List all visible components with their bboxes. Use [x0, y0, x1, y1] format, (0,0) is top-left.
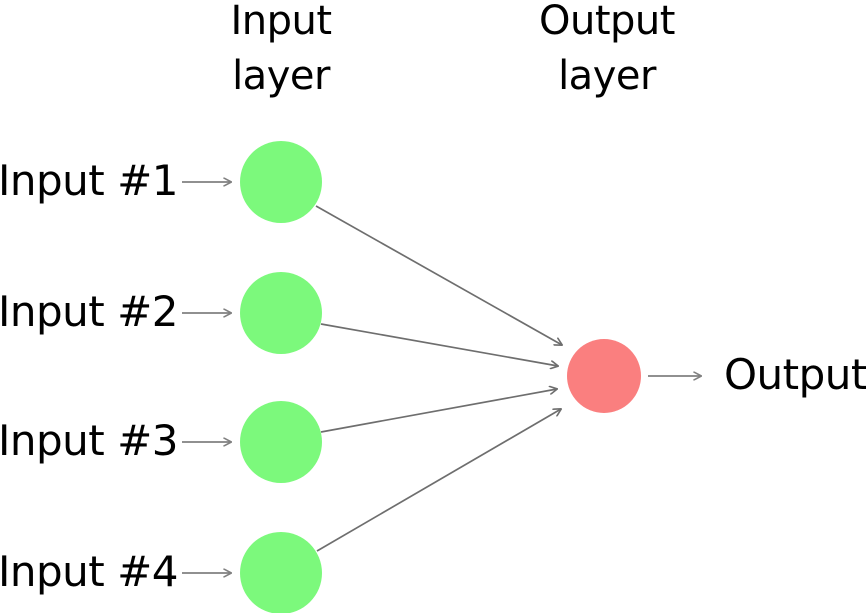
input-node-1[interactable]: [240, 141, 322, 223]
input-label-4: Input #4: [0, 547, 179, 596]
input-label-2: Input #2: [0, 287, 179, 336]
edge-input4-output: [316, 409, 561, 552]
input-layer-nodes: [240, 141, 322, 613]
output-layer-title: Output layer: [539, 0, 675, 99]
input-label-1: Input #1: [0, 156, 179, 205]
input-label-3: Input #3: [0, 416, 179, 465]
input-node-2[interactable]: [240, 272, 322, 354]
edge-input1-output: [315, 205, 562, 345]
edge-input3-output: [320, 389, 557, 433]
output-label: Output: [724, 350, 866, 399]
input-node-4[interactable]: [240, 532, 322, 613]
input-arrows: [182, 182, 231, 573]
edge-input2-output: [320, 323, 558, 366]
output-node-1[interactable]: [567, 339, 641, 413]
input-node-3[interactable]: [240, 401, 322, 483]
input-layer-title: Input layer: [230, 0, 332, 99]
connection-edges: [315, 205, 562, 552]
output-layer-nodes: [567, 339, 641, 413]
